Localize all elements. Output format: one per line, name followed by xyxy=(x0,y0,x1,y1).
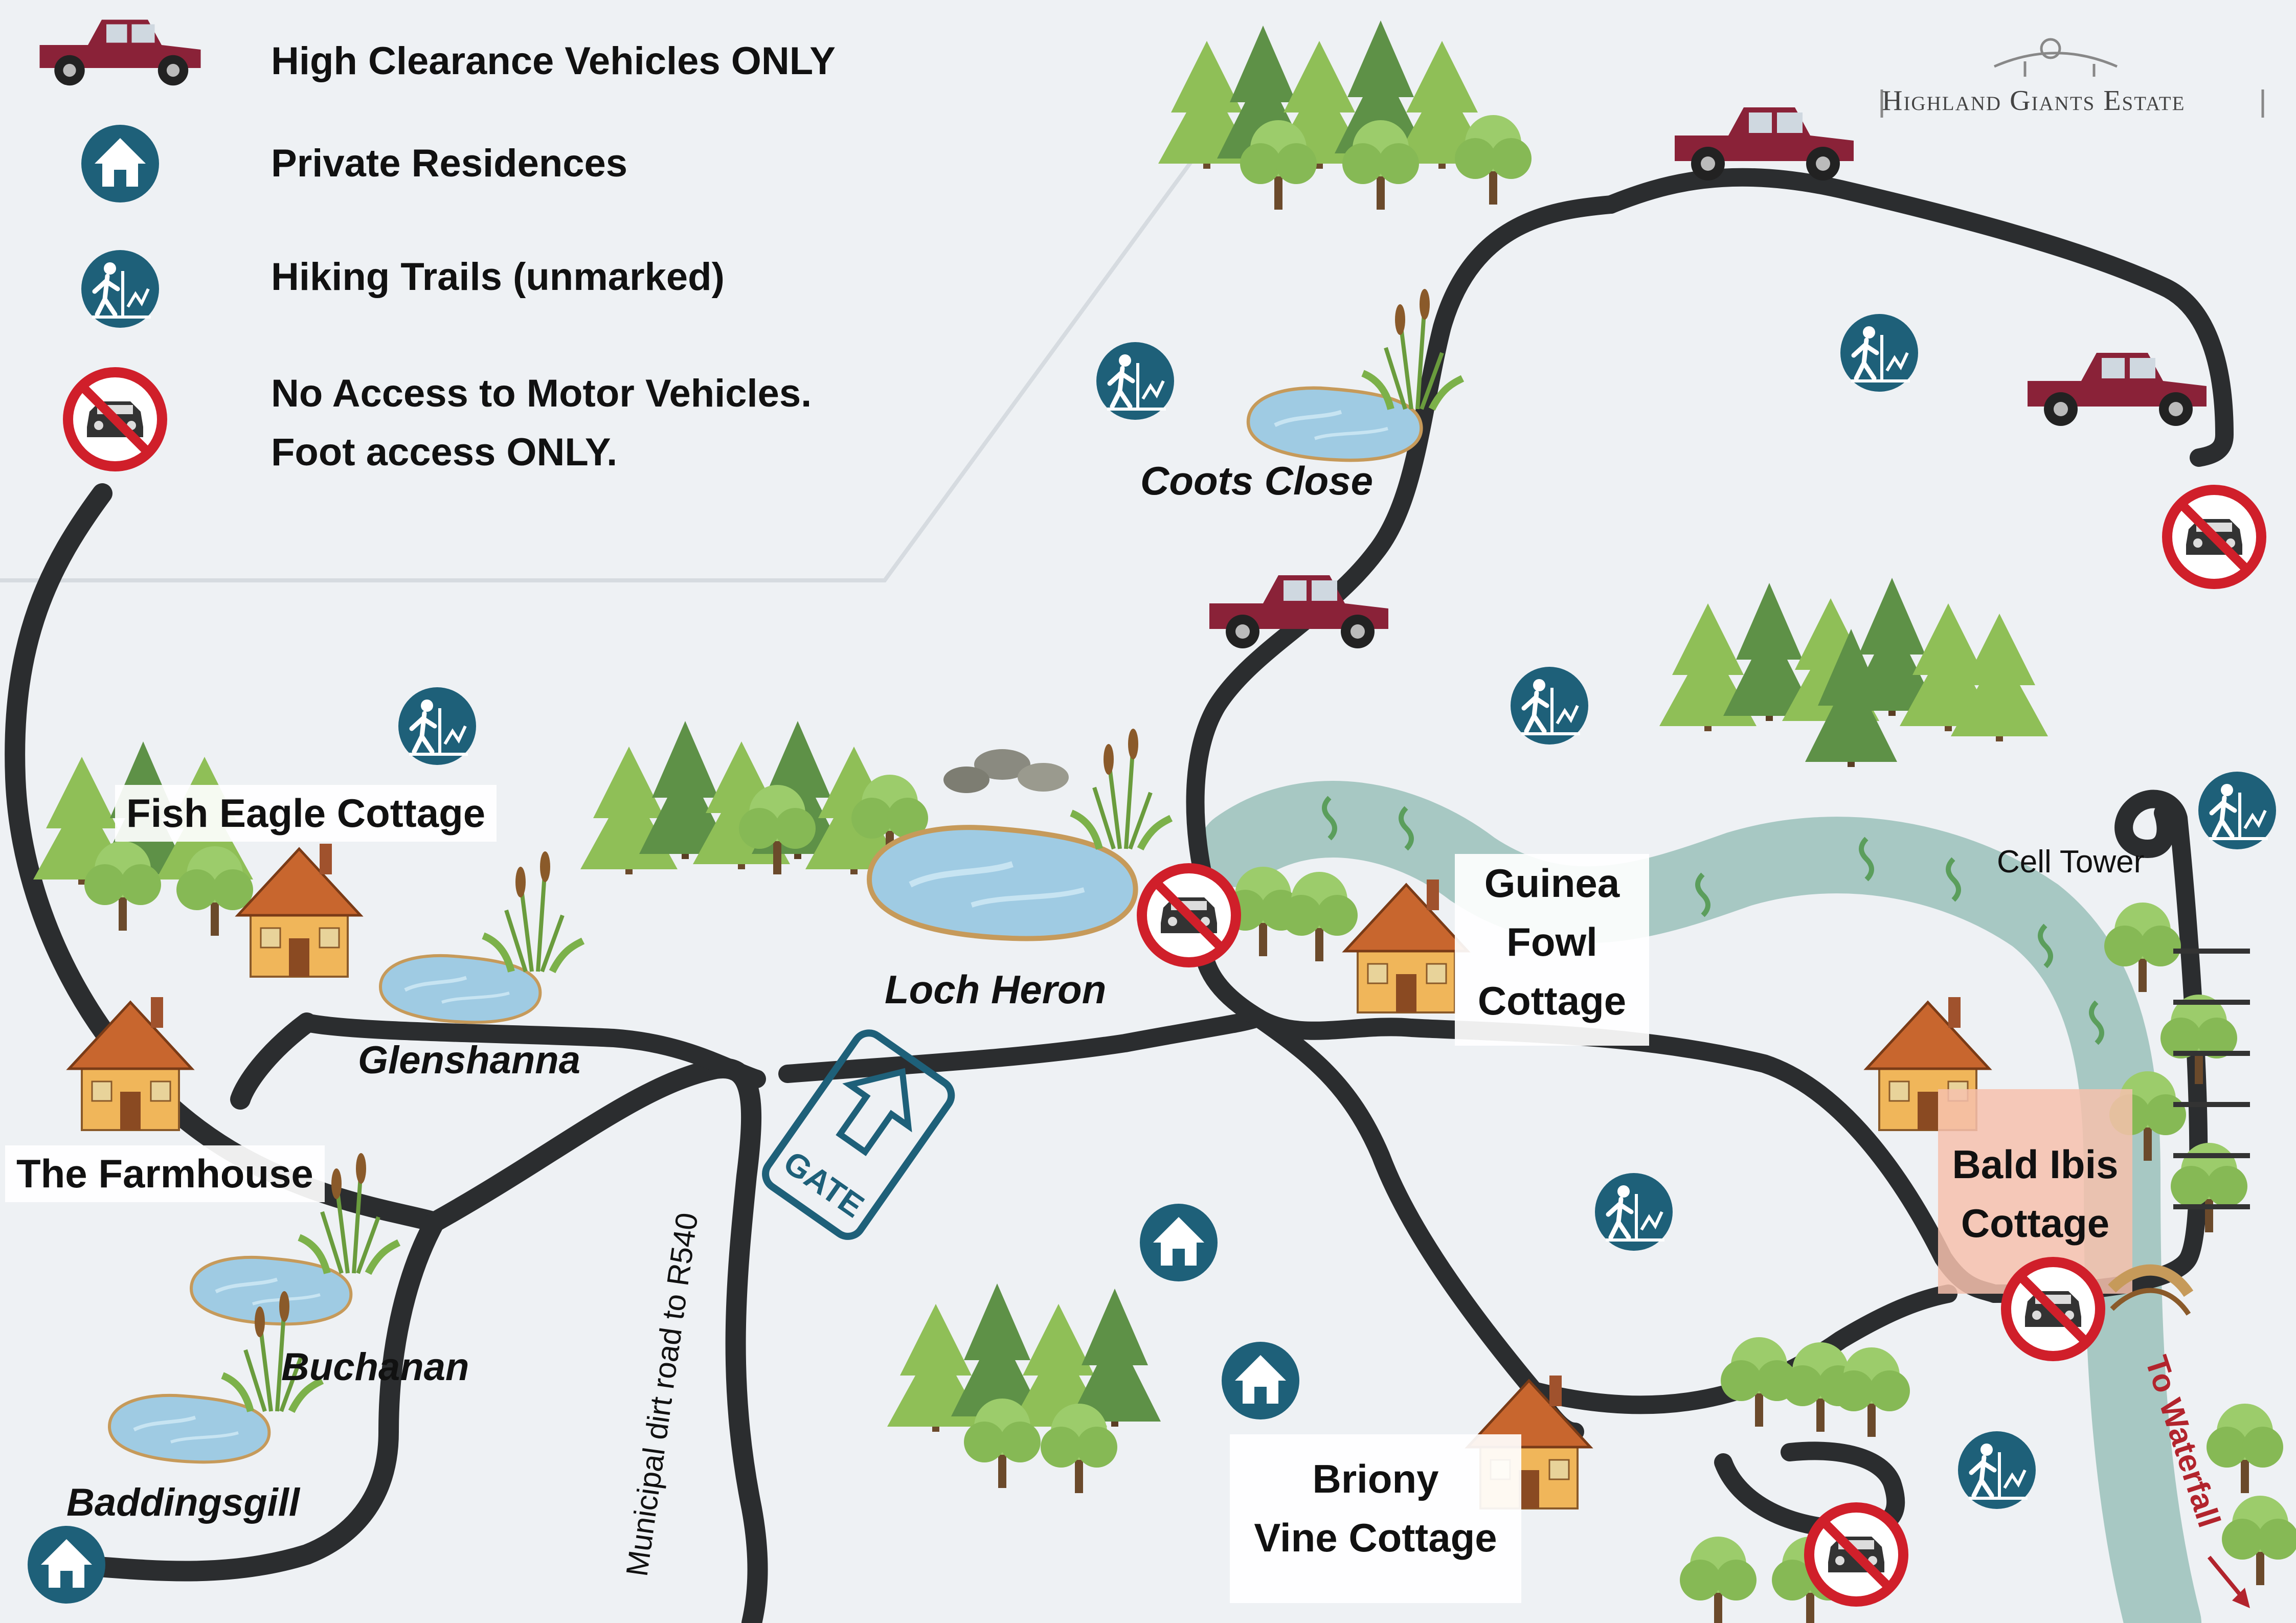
truck-east xyxy=(2028,353,2207,426)
label-coots-close: Coots Close xyxy=(1140,458,1374,503)
label-briony-line1: Briony xyxy=(1312,1456,1439,1501)
legend-truck-icon xyxy=(39,19,201,86)
label-baddingsgill: Baddingsgill xyxy=(66,1481,300,1524)
label-guinea-fowl-cottage: Guinea Fowl Cottage xyxy=(1455,854,1649,1046)
to-waterfall-arrow xyxy=(2207,1556,2247,1602)
label-briony-vine-cottage: Briony Vine Cottage xyxy=(1230,1434,1521,1603)
forest-loch-heron xyxy=(580,721,928,874)
forest-north xyxy=(1158,20,1532,210)
background-fold-lines xyxy=(0,111,1229,582)
legend-item-high-clearance: High Clearance Vehicles ONLY xyxy=(271,39,836,83)
label-guinea-line2: Fowl xyxy=(1506,919,1597,964)
hiker-badge-south xyxy=(1595,1173,1673,1251)
hiker-badge-coots xyxy=(1096,342,1174,420)
house-badge-southwest xyxy=(28,1526,105,1604)
label-guinea-line1: Guinea xyxy=(1484,861,1620,906)
label-glenshanna: Glenshanna xyxy=(358,1039,580,1082)
house-badge-briony xyxy=(1222,1342,1299,1419)
hiker-badge-north-east xyxy=(1840,314,1918,392)
bald-ibis-highlight xyxy=(1938,1089,2132,1294)
fence-posts xyxy=(2173,949,2250,1209)
legend-hiker-icon xyxy=(81,250,159,328)
no-vehicle-sign-south xyxy=(1809,1507,1903,1602)
house-fish-eagle xyxy=(238,844,361,977)
hiker-badge-center xyxy=(1511,667,1588,745)
brand-logo-mark xyxy=(1880,38,2264,118)
no-vehicle-sign-loch-heron xyxy=(1142,868,1236,962)
label-fish-eagle-cottage: Fish Eagle Cottage xyxy=(115,785,497,842)
river-ripples xyxy=(1322,796,2104,1045)
label-loch-heron: Loch Heron xyxy=(885,967,1107,1012)
label-briony-line2: Vine Cottage xyxy=(1254,1515,1497,1560)
label-the-farmhouse: The Farmhouse xyxy=(5,1145,325,1202)
to-waterfall-arrowhead xyxy=(2232,1588,2250,1608)
label-bald-line2: Cottage xyxy=(1961,1201,2110,1246)
forest-south xyxy=(887,1283,1161,1493)
brand-name: Highland Giants Estate xyxy=(1882,85,2186,117)
legend-item-hiking-trails: Hiking Trails (unmarked) xyxy=(271,255,725,299)
label-bald-ibis-cottage: Bald Ibis Cottage xyxy=(1938,1135,2132,1253)
forest-east xyxy=(1659,578,2048,767)
pond-loch-heron xyxy=(869,729,1171,939)
hiker-badge-cell-tower xyxy=(2198,772,2276,849)
gate-label: GATE xyxy=(777,1144,870,1225)
legend-item-no-access-line1: No Access to Motor Vehicles. xyxy=(271,372,812,415)
legend-item-no-access-line2: Foot access ONLY. xyxy=(271,431,618,474)
legend-house-icon xyxy=(81,125,159,202)
legend-item-private-residences: Private Residences xyxy=(271,142,628,185)
municipal-road-label: Municipal dirt road to R540 xyxy=(620,1210,705,1578)
label-buchanan: Buchanan xyxy=(281,1345,469,1389)
hiker-badge-fish-eagle xyxy=(398,687,476,765)
no-vehicle-sign-bald-ibis xyxy=(2006,1262,2100,1356)
legend-no-vehicle-icon xyxy=(68,372,162,466)
label-bald-line1: Bald Ibis xyxy=(1952,1142,2119,1187)
pond-glenshanna xyxy=(380,851,583,1022)
hiker-badge-southeast xyxy=(1958,1431,2036,1509)
footbridge xyxy=(2108,1264,2194,1316)
trees-guinea-fowl xyxy=(1225,867,1358,961)
house-badge-center xyxy=(1140,1204,1218,1281)
no-vehicle-sign-east xyxy=(2167,490,2261,584)
label-guinea-line3: Cottage xyxy=(1477,978,1627,1023)
label-cell-tower: Cell Tower xyxy=(1997,844,2145,880)
roads xyxy=(5,168,2234,1623)
